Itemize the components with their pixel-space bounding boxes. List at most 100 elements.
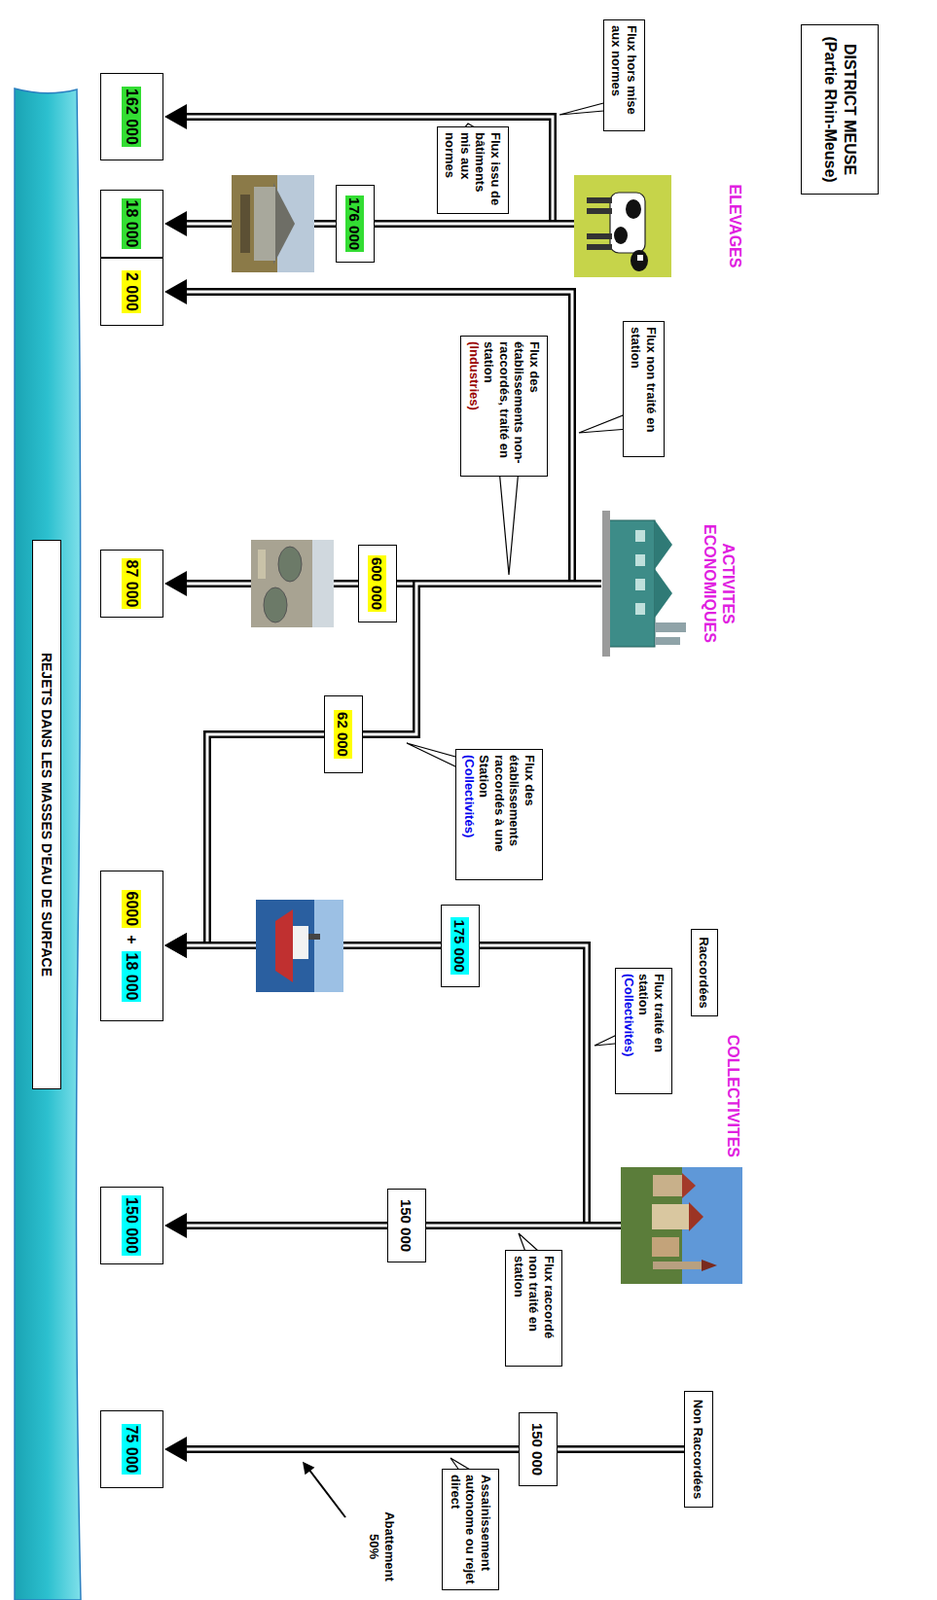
box-text: Non Raccordées: [691, 1400, 707, 1501]
arrowhead: [164, 1213, 187, 1239]
connector-line: [184, 1222, 388, 1230]
boat-station-photo: [255, 900, 344, 993]
callout-text: Flux issu de bâtiments mis aux normes: [442, 132, 504, 209]
arrowhead: [164, 211, 187, 237]
title-box: DISTRICT MEUSE (Partie Rhin-Meuse): [800, 24, 879, 195]
connector-line: [479, 945, 621, 1226]
discharge-box: 87 000: [100, 549, 164, 618]
flow-value: 175 000: [451, 917, 470, 974]
picture-node: COLLECTIVITES: [620, 1167, 743, 1285]
callout-box: Flux des établissements non-raccordés, t…: [460, 335, 548, 477]
connector-line: [557, 1448, 685, 1452]
callout-text: Flux non traité en station: [628, 326, 659, 452]
picture-node: ELEVAGES: [574, 175, 672, 278]
connector-line: [184, 291, 602, 584]
flow-value: 18 000: [122, 198, 143, 251]
discharge-box: 150 000: [100, 1187, 164, 1265]
callout-text: Flux des établissements raccordés à une …: [476, 755, 538, 875]
callout-text: Flux des établissements non-raccordés, t…: [481, 341, 542, 471]
flow-value: 600 000: [368, 555, 388, 613]
flow-value: 6000: [122, 890, 143, 930]
callout-box: Assainissement autonome ou rejet direct: [441, 1469, 500, 1591]
discharge-box: 162 000: [100, 72, 164, 161]
flow-value: 75 000: [122, 1424, 143, 1477]
connector-line: [184, 1448, 519, 1452]
flow-value: 18 000: [122, 951, 143, 1004]
flow-value: 176 000: [346, 195, 365, 253]
box-text: REJETS DANS LES MASSES D'EAU DE SURFACE: [38, 652, 55, 977]
flow-value-box: 600 000: [358, 544, 397, 623]
callout-box: Flux traité en station(Collectivités): [614, 968, 673, 1095]
callout-tails: [406, 97, 646, 1479]
double-line-connector: [374, 223, 575, 225]
connector-line: [184, 1445, 519, 1454]
flow-value-box: 176 000: [335, 184, 375, 263]
double-line-connector: [362, 583, 602, 735]
label-box: Raccordées: [690, 929, 719, 1017]
town-photo: [620, 1167, 743, 1285]
callout-box: Flux des établissements raccordés à une …: [455, 749, 543, 881]
callout-box: Flux issu de bâtiments mis aux normes: [436, 126, 509, 215]
arrowhead: [164, 933, 187, 959]
factory-picture: [602, 510, 686, 657]
discharge-box: 2 000: [100, 257, 164, 326]
flow-value: 162 000: [122, 86, 143, 147]
box-text: DISTRICT MEUSE (Partie Rhin-Meuse): [820, 33, 860, 186]
connector-line: [184, 1225, 388, 1228]
callout-text: Assainissement autonome ou rejet direct: [447, 1475, 494, 1586]
callout-text: Flux raccordé non traité en station: [510, 1256, 557, 1362]
connector-line: [426, 1222, 621, 1230]
callout-text: (Collectivités): [461, 755, 477, 838]
double-line-connector: [164, 1437, 519, 1463]
section-heading: ELEVAGES: [725, 165, 745, 288]
label-box: Non Raccordées: [684, 1391, 714, 1509]
flow-value: 62 000: [334, 710, 354, 759]
flow-value: 87 000: [122, 558, 143, 611]
callout-box: Flux hors mise aux normes: [603, 19, 646, 132]
flow-value-box: 62 000: [324, 695, 363, 774]
double-line-connector: [479, 945, 621, 1226]
connector-line: [184, 291, 602, 584]
callout-text: Flux traité en station: [636, 973, 667, 1089]
double-line-connector: [426, 1225, 621, 1227]
connector-line: [479, 945, 621, 1226]
cow-picture: [574, 175, 672, 278]
discharge-box: 75 000: [100, 1410, 164, 1489]
callout-box: Flux raccordé non traité en station: [504, 1250, 563, 1368]
callout-text: Flux hors mise aux normes: [609, 25, 640, 126]
section-heading: COLLECTIVITES: [723, 1016, 743, 1158]
farm-photo: [231, 175, 315, 273]
arrowhead: [164, 933, 187, 959]
double-line-connector: [164, 1213, 388, 1239]
discharge-box: 6000 +18 000: [100, 870, 164, 1022]
connector-line: [557, 1445, 685, 1454]
arrowhead: [164, 1437, 187, 1463]
connector-line: [362, 583, 602, 735]
water-band: [14, 88, 81, 1600]
callout-text: (Collectivités): [620, 973, 637, 1057]
box-text: Raccordées: [697, 937, 713, 1010]
flow-value: 150 000: [397, 1197, 417, 1255]
picture-node: ACTIVITES ECONOMIQUES: [601, 505, 689, 662]
reduction-arrow: [303, 1463, 346, 1518]
flow-value: +: [122, 933, 143, 946]
section-heading: ACTIVITES ECONOMIQUES: [700, 505, 738, 662]
connector-line: [426, 1225, 621, 1228]
discharge-box: 18 000: [100, 189, 164, 258]
flow-value-box: 175 000: [440, 904, 480, 988]
arrowhead: [164, 104, 187, 130]
flow-value-box: 150 000: [387, 1189, 427, 1263]
treatment-plant-photo: [251, 540, 334, 628]
connector-line: [374, 219, 575, 228]
flow-value-box: 150 000: [518, 1412, 558, 1487]
flow-value: 2 000: [122, 270, 143, 314]
double-line-connector: [164, 279, 602, 584]
note-label: Abattement 50%: [366, 1503, 397, 1591]
callout-box: Flux non traité en station: [622, 321, 665, 458]
band-label-box: REJETS DANS LES MASSES D'EAU DE SURFACE: [32, 540, 62, 1090]
double-line-connector: [557, 1449, 685, 1451]
connector-line: [374, 222, 575, 226]
connector-line: [362, 583, 602, 735]
callout-text: (Industries): [466, 341, 482, 411]
